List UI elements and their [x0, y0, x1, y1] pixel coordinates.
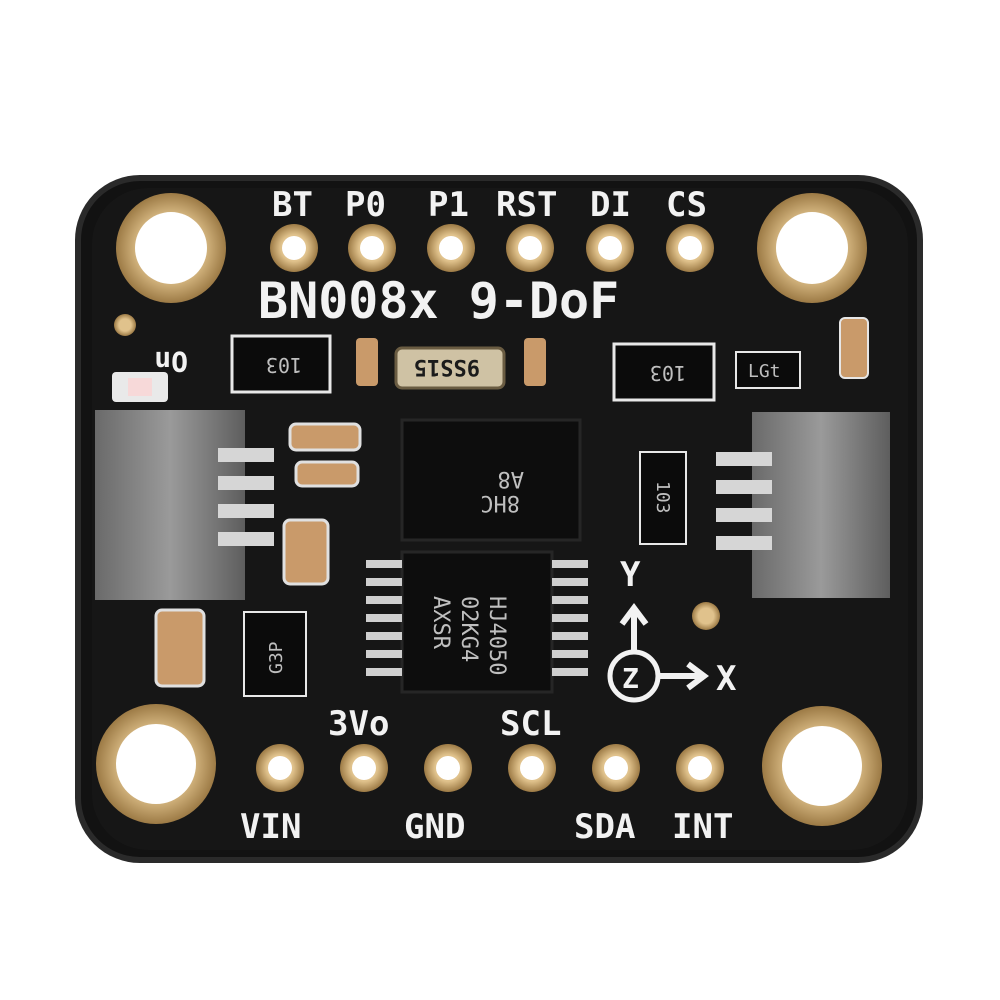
pin-label-bt: BT	[272, 185, 313, 225]
transistor-lgt	[735, 351, 801, 389]
capacitor-regulator	[154, 608, 206, 688]
mounting-holes	[96, 193, 882, 826]
top-pin-holes	[270, 224, 714, 272]
test-pad	[692, 602, 720, 630]
resistor-array-right	[612, 342, 716, 402]
stemma-connector-right	[752, 412, 890, 598]
resistor-array-right-label: 103	[650, 361, 686, 385]
resistor-array-left-label: 103	[266, 353, 302, 377]
board-title: BN008x 9-DoF	[258, 272, 619, 330]
level-shifter-line-3: AXSR	[428, 596, 453, 650]
capacitor-c	[282, 518, 330, 586]
crystal	[394, 346, 506, 390]
resistor-array-left	[230, 334, 332, 394]
axis-z-circle	[607, 649, 661, 703]
pin-label-sda: SDA	[574, 807, 635, 847]
pin-label-p0: P0	[345, 185, 386, 225]
axis-y-label: Y	[620, 555, 641, 595]
resistor-array-mid	[639, 451, 687, 545]
pin-label-3vo: 3Vo	[328, 704, 389, 744]
capacitor-top-right	[839, 317, 869, 379]
bottom-pin-holes	[256, 744, 724, 792]
pin-label-di: DI	[590, 185, 631, 225]
resistor-array-mid-label: 103	[652, 481, 673, 514]
pin-label-p1: P1	[428, 185, 469, 225]
level-shifter-line-2: 02KG4	[456, 596, 481, 662]
pin-label-cs: CS	[666, 185, 707, 225]
pin-label-int: INT	[672, 807, 733, 847]
pin-label-rst: RST	[496, 185, 557, 225]
capacitor-b	[294, 460, 360, 488]
imu-chip	[400, 418, 582, 542]
axis-y-arrow	[619, 603, 649, 650]
on-pad	[114, 314, 136, 336]
imu-chip-line-2: 8HC	[480, 490, 520, 515]
transistor-lgt-label: LGt	[748, 361, 781, 382]
imu-chip-line-1: A8	[498, 466, 525, 491]
regulator-label: G3P	[266, 641, 287, 674]
capacitor-a	[288, 422, 362, 452]
axis-x-arrow	[660, 661, 709, 691]
pin-label-gnd: GND	[404, 807, 465, 847]
level-shifter-line-1: HJ4050	[484, 596, 509, 675]
axis-x-label: X	[716, 659, 737, 699]
axis-z-label: Z	[622, 662, 639, 695]
level-shifter-pins	[366, 560, 588, 676]
crystal-label: 9SS15	[414, 354, 480, 379]
pin-label-scl: SCL	[500, 704, 561, 744]
regulator	[243, 611, 307, 697]
pin-label-vin: VIN	[240, 807, 301, 847]
